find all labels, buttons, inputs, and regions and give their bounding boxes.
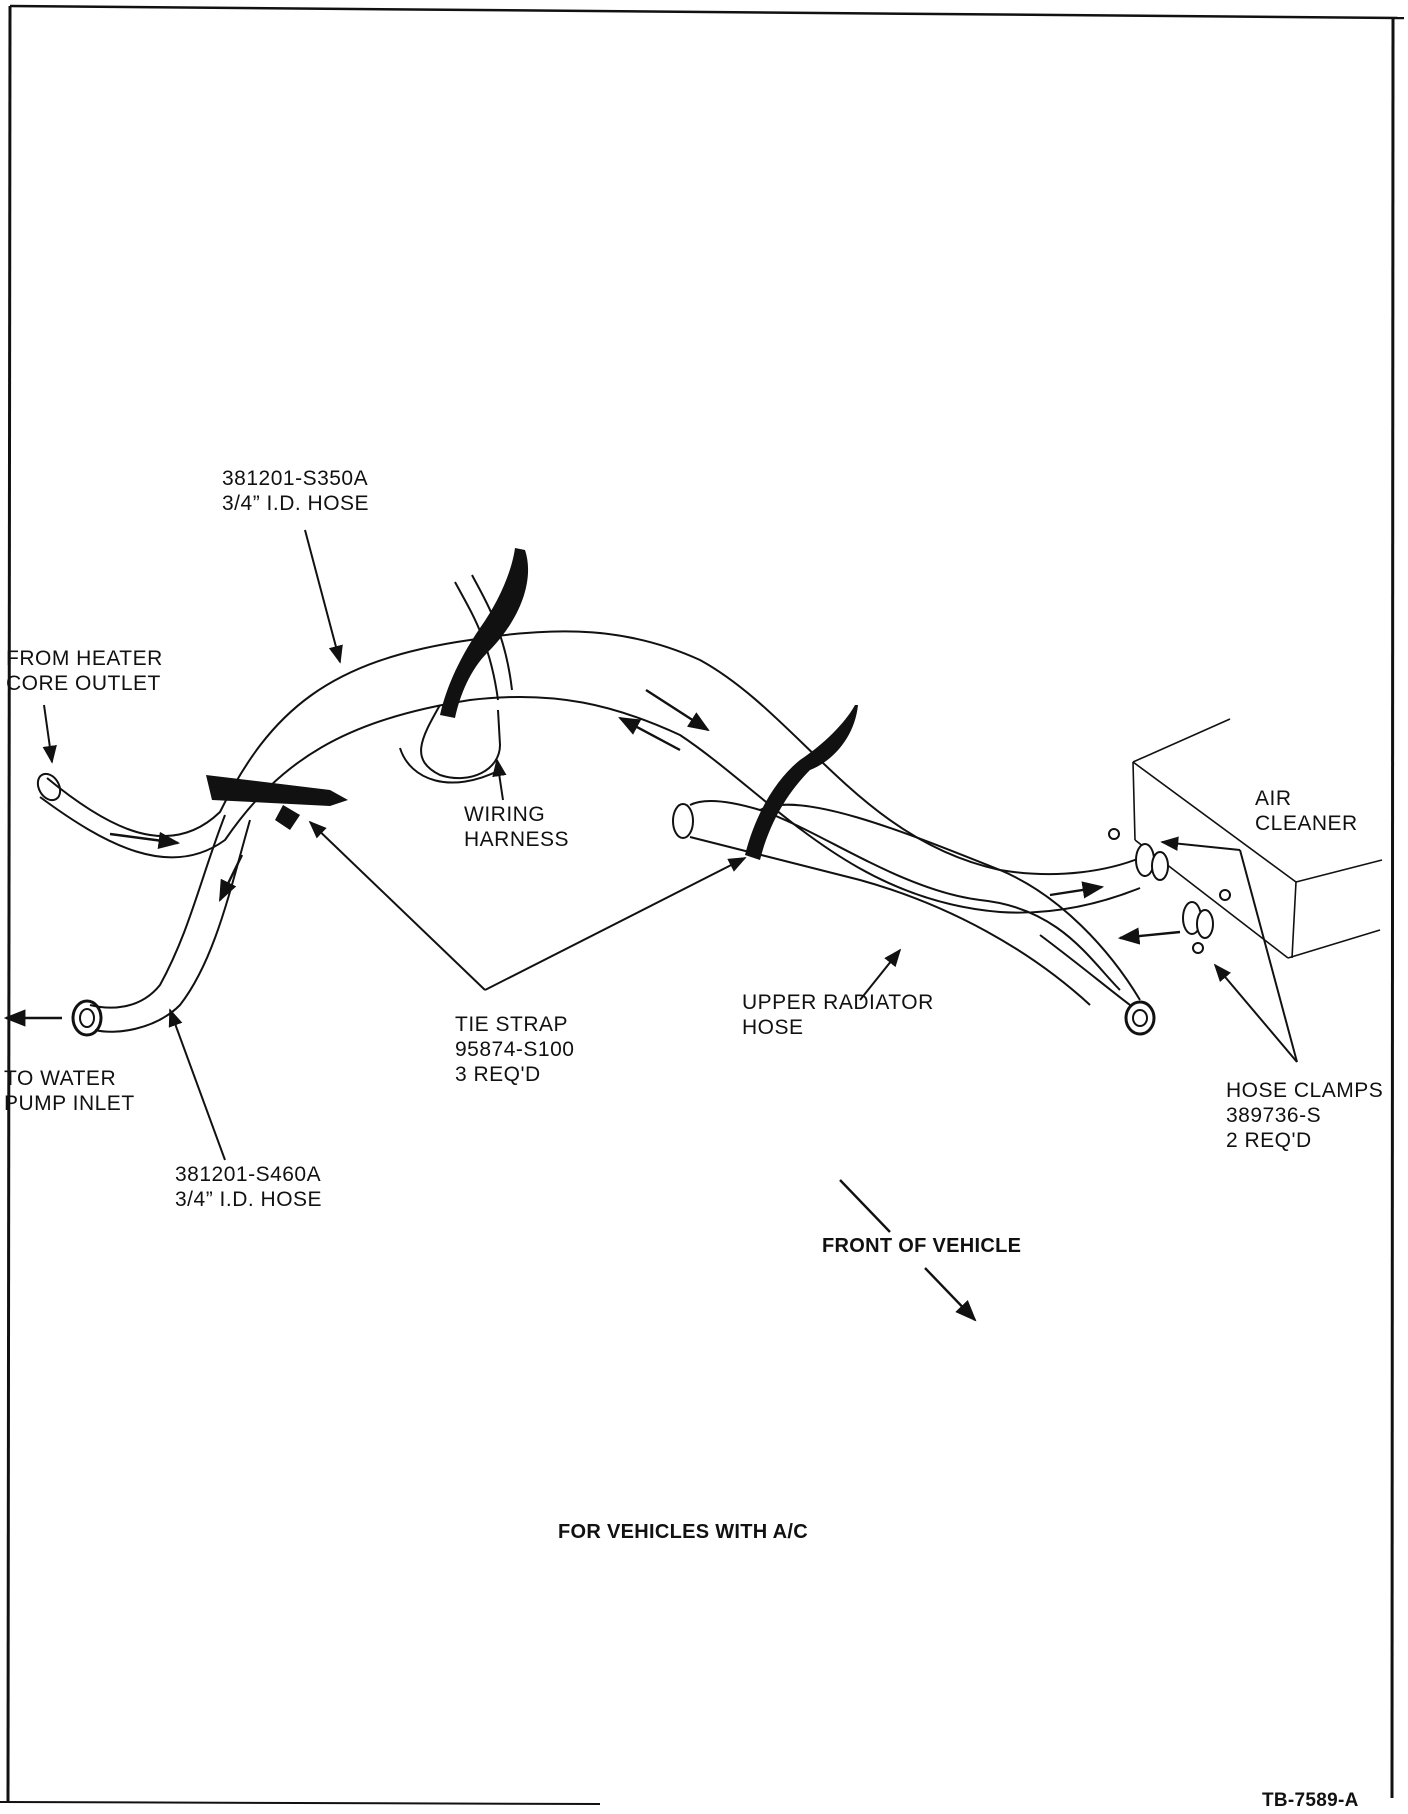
upper-heater-hose [36,630,1141,914]
tie-strap-left [206,775,348,830]
front-of-vehicle-arrow [839,1179,977,1322]
label-front-of-vehicle: FRONT OF VEHICLE [822,1235,1022,1257]
page-frame [0,4,1405,1805]
label-upper-radiator-hose: UPPER RADIATOR HOSE [742,991,934,1039]
lower-pump-hose [71,814,251,1037]
label-from-heater-core-outlet: FROM HEATER CORE OUTLET [6,647,163,695]
leader-lines [42,529,1298,1161]
hose-clamp-upper [1108,828,1169,881]
label-wiring-harness: WIRING HARNESS [464,803,570,851]
caption-for-vehicles-with-ac: FOR VEHICLES WITH A/C [558,1521,809,1543]
upper-radiator-hose [672,800,1156,1036]
hose-clamp-lower [1182,889,1231,954]
label-to-water-pump-inlet: TO WATER PUMP INLET [4,1067,135,1115]
tie-strap-right [745,705,858,860]
tie-strap-middle [440,548,529,718]
label-hose-381201-s460a: 381201-S460A 3/4” I.D. HOSE [175,1163,323,1211]
label-tie-strap: TIE STRAP 95874-S100 3 REQ'D [455,1013,575,1086]
air-cleaner-box [1132,718,1383,959]
figure-id: TB-7589-A [1262,1790,1359,1811]
flow-arrows [3,688,1181,1027]
label-hose-381201-s350a: 381201-S350A 3/4” I.D. HOSE [222,467,370,515]
label-hose-clamps: HOSE CLAMPS 389736-S 2 REQ'D [1226,1079,1384,1152]
label-air-cleaner: AIR CLEANER [1255,787,1358,835]
